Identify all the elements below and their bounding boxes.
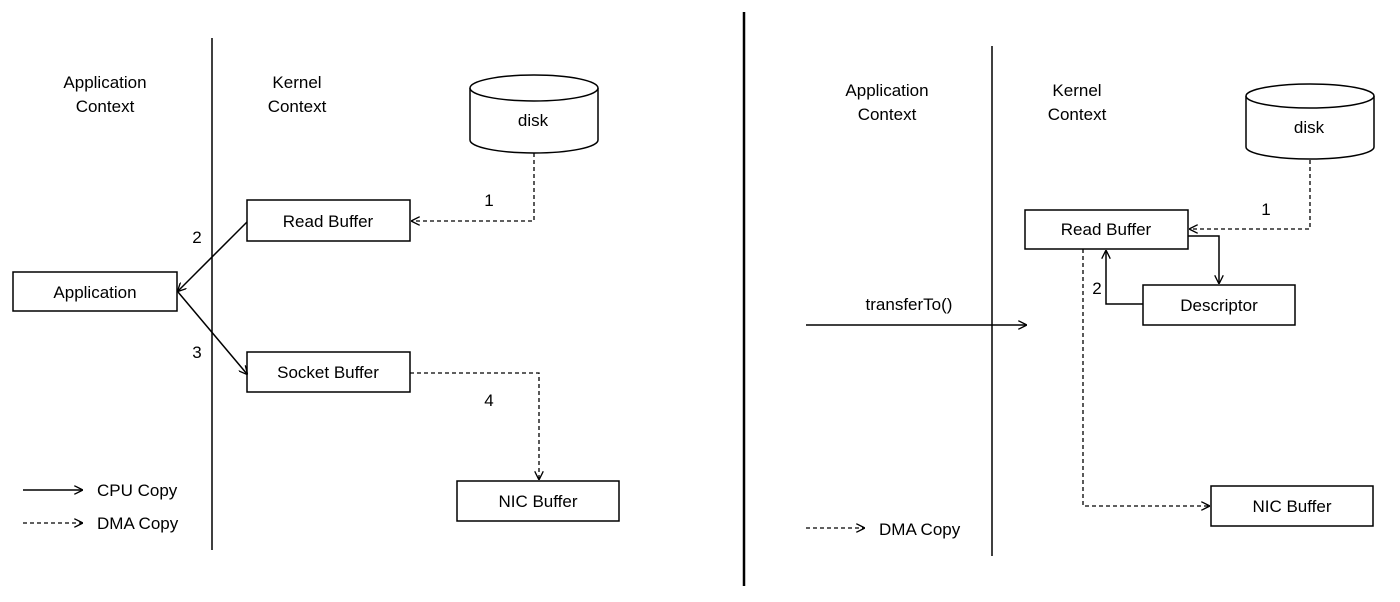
legend-dma-copy-label: DMA Copy: [97, 514, 179, 533]
socket-buffer-label: Socket Buffer: [277, 363, 379, 382]
legend-left: CPU Copy DMA Copy: [23, 481, 179, 533]
application-box: [12, 271, 178, 312]
zero-copy-panel: Application Context Kernel Context disk …: [806, 46, 1375, 556]
arrow-read-buffer-to-descriptor: [1188, 235, 1219, 283]
step-1-label: 1: [1261, 200, 1270, 219]
descriptor-box: [1142, 284, 1296, 326]
legend-cpu-copy-label: CPU Copy: [97, 481, 178, 500]
cpu-arrow-read-buffer-to-application: [178, 221, 248, 291]
application-context-label-line1: Application: [63, 73, 146, 92]
legend-right: DMA Copy: [806, 520, 961, 539]
arrow-descriptor-to-read-buffer: [1106, 251, 1143, 305]
nic-buffer-label: NIC Buffer: [1252, 497, 1331, 516]
nic-buffer-box: [1210, 485, 1374, 527]
application-label: Application: [53, 283, 136, 302]
nic-buffer-label: NIC Buffer: [498, 492, 577, 511]
step-2-label: 2: [192, 228, 201, 247]
disk-label: disk: [1294, 118, 1325, 137]
step-3-label: 3: [192, 343, 201, 362]
traditional-copy-panel: Application Context Kernel Context disk …: [12, 38, 620, 550]
read-buffer-box: [246, 199, 411, 242]
read-buffer-box: [1024, 209, 1189, 250]
application-context-label-line2: Context: [858, 105, 917, 124]
dma-arrow-disk-to-read-buffer: [1190, 160, 1311, 229]
application-context-label-line2: Context: [76, 97, 135, 116]
kernel-context-label-line1: Kernel: [1052, 81, 1101, 100]
step-4-label: 4: [484, 391, 493, 410]
kernel-context-label-line1: Kernel: [272, 73, 321, 92]
kernel-context-label-line2: Context: [268, 97, 327, 116]
read-buffer-label: Read Buffer: [283, 212, 374, 231]
disk-icon: [469, 74, 599, 154]
dma-arrow-socket-buffer-to-nic: [410, 372, 539, 479]
descriptor-label: Descriptor: [1180, 296, 1258, 315]
cpu-arrow-application-to-socket-buffer: [177, 291, 247, 374]
dma-arrow-read-buffer-to-nic: [1082, 249, 1209, 506]
application-context-label-line1: Application: [845, 81, 928, 100]
disk-label: disk: [518, 111, 549, 130]
read-buffer-label: Read Buffer: [1061, 220, 1152, 239]
dma-arrow-disk-to-read-buffer: [412, 153, 535, 221]
disk-icon: [1245, 83, 1375, 160]
socket-buffer-box: [246, 351, 411, 393]
step-2-label: 2: [1092, 279, 1101, 298]
kernel-context-label-line2: Context: [1048, 105, 1107, 124]
nic-buffer-box: [456, 480, 620, 522]
transfer-to-label: transferTo(): [866, 295, 953, 314]
legend-dma-copy-label: DMA Copy: [879, 520, 961, 539]
step-1-label: 1: [484, 191, 493, 210]
